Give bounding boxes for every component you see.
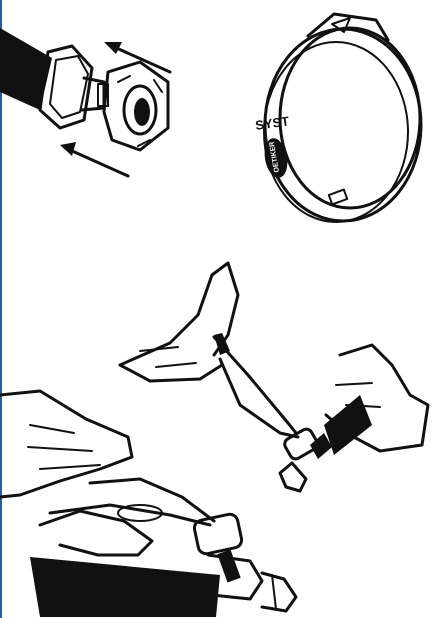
hose-fitting-assembly-illustration [0,0,220,190]
ear-clamp-illustration: SYST OETIKER [238,0,433,235]
arrow-left-icon [60,142,128,176]
hose-barb-icon [262,573,296,611]
clamp-marking-text: SYST [254,113,290,133]
hose-icon [30,557,220,617]
pincer-hose-fitting-illustration [0,385,320,618]
arrow-right-icon [104,42,170,72]
